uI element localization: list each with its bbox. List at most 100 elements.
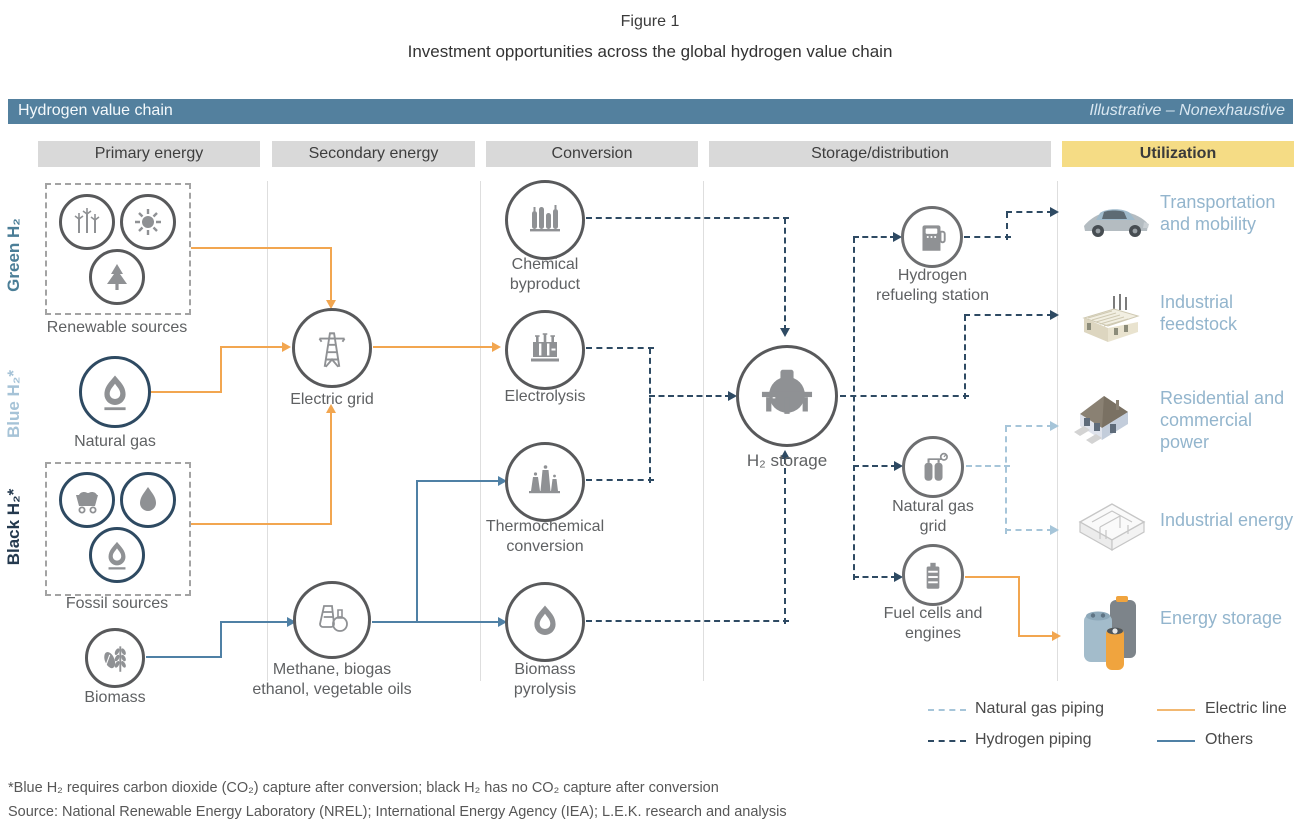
- legend-swatch-others: [1157, 740, 1195, 742]
- transformer-icon: [523, 328, 567, 372]
- flame-icon: [101, 539, 133, 571]
- arrowhead-right: [1050, 310, 1059, 320]
- biomass-pyrolysis-node: [505, 582, 585, 662]
- others-line-methane-to-thermochemical: [416, 481, 418, 622]
- arrowhead-right: [894, 461, 903, 471]
- oil-drop-icon: [131, 483, 165, 517]
- hydrogen-piping-storage-to-feedstock: [964, 315, 966, 399]
- wind-turbine-node: [59, 194, 115, 250]
- electric-line-fossil-to-grid: [187, 523, 332, 525]
- warehouse-icon: [1072, 500, 1152, 562]
- thermochemical-node: [505, 442, 585, 522]
- oil-node: [120, 472, 176, 528]
- transportation-label: Transportation and mobility: [1160, 192, 1276, 234]
- flame-icon: [95, 372, 135, 412]
- arrowhead-right: [893, 232, 902, 242]
- arrowhead-down: [326, 300, 336, 309]
- others-line-methane-to-pyrolysis: [372, 621, 498, 623]
- energy-storage-label: Energy storage: [1160, 608, 1283, 628]
- row-label-black-h2: Black H₂*: [4, 488, 23, 566]
- electric-line-naturalgas-to-grid: [220, 348, 222, 393]
- smokestacks-icon: [523, 460, 567, 504]
- hydrogen-piping-pyrolysis-to-storage: [784, 458, 786, 624]
- hydrogen-piping-storage-out: [840, 395, 969, 397]
- hydrogen-piping-chemical-to-storage: [586, 217, 789, 219]
- electrolysis-label: Electrolysis: [504, 388, 586, 405]
- electric-line-grid-to-electrolysis: [373, 346, 492, 348]
- electric-line-naturalgas-to-grid: [151, 391, 222, 393]
- others-line-biomass-to-methane: [220, 622, 222, 658]
- arrowhead-down: [780, 328, 790, 337]
- electric-line-renewable-to-grid: [187, 247, 332, 249]
- industrial-feedstock-label: Industrial feedstock: [1160, 292, 1238, 334]
- house-icon: [1070, 388, 1154, 460]
- hydrogen-piping-refueling-to-transportation: [1006, 212, 1008, 240]
- hydrogen-piping-thermochemical-to-storage: [586, 479, 654, 481]
- fuel-cells-node: [902, 544, 964, 606]
- arrowhead-right: [287, 617, 296, 627]
- legend-swatch-electric-line: [1157, 709, 1195, 711]
- column-header-primary-energy: Primary energy: [38, 141, 260, 167]
- thermochemical-label: Thermochemical conversion: [485, 518, 605, 556]
- legend-label-natural-gas-piping: Natural gas piping: [975, 700, 1104, 717]
- hydrogen-piping-junction: [649, 348, 651, 483]
- hydrogen-piping-electrolysis-to-storage: [586, 347, 654, 349]
- fossil-sources-label: Fossil sources: [65, 595, 169, 612]
- footnote-blue-h2: *Blue H₂ requires carbon dioxide (CO₂) c…: [8, 780, 719, 796]
- methane-label: Methane, biogas ethanol, vegetable oils: [252, 661, 412, 699]
- factory-icon: [1072, 288, 1150, 350]
- footnote-source: Source: National Renewable Energy Labora…: [8, 804, 787, 820]
- tree-icon: [100, 260, 134, 294]
- biomass-pyrolysis-label: Biomass pyrolysis: [513, 661, 577, 699]
- others-line-methane-to-thermochemical: [416, 480, 498, 482]
- hydrogen-piping-pyrolysis-to-storage: [586, 620, 789, 622]
- gas-piping-to-industrial-energy: [1005, 529, 1053, 531]
- batteries-icon: [1080, 594, 1148, 674]
- gas-grid-node: [902, 436, 964, 498]
- chemical-byproduct-node: [505, 180, 585, 260]
- residential-power-label: Residential and commercial power: [1160, 388, 1285, 452]
- electric-grid-node: [292, 308, 372, 388]
- refueling-station-node: [901, 206, 963, 268]
- column-header-storage-distribution: Storage/distribution: [709, 141, 1051, 167]
- hydrogen-piping-to-refueling: [853, 236, 896, 238]
- arrowhead-right: [1050, 207, 1059, 217]
- banner: Hydrogen value chain Illustrative – None…: [8, 99, 1293, 124]
- gas-grid-label: Natural gas grid: [892, 498, 974, 536]
- arrowhead-right: [1050, 421, 1059, 431]
- natural-gas-label: Natural gas: [74, 433, 156, 450]
- biomass-label: Biomass: [84, 689, 146, 706]
- arrowhead-right: [1052, 631, 1061, 641]
- row-label-green-h2: Green H₂: [4, 218, 23, 292]
- fuel-pump-icon: [914, 219, 950, 255]
- electric-grid-label: Electric grid: [290, 391, 374, 408]
- arrowhead-up: [326, 404, 336, 413]
- process-columns-icon: [523, 198, 567, 242]
- legend-swatch-natural-gas-piping: [928, 709, 966, 711]
- solar-node: [120, 194, 176, 250]
- biomass-node: [85, 628, 145, 688]
- storage-tank-icon: [756, 365, 818, 427]
- legend-label-others: Others: [1205, 731, 1254, 748]
- industrial-energy-label: Industrial energy: [1160, 510, 1294, 530]
- arrowhead-right: [498, 617, 507, 627]
- arrowhead-right: [498, 476, 507, 486]
- gas-piping-gasgrid-out: [966, 465, 1010, 467]
- column-divider: [1057, 181, 1058, 681]
- column-divider: [703, 181, 704, 681]
- electric-line-renewable-to-grid: [330, 248, 332, 300]
- column-header-conversion: Conversion: [486, 141, 698, 167]
- coal-cart-icon: [70, 483, 104, 517]
- tree-node: [89, 249, 145, 305]
- arrowhead-right: [894, 572, 903, 582]
- arrowhead-right: [1050, 525, 1059, 535]
- arrowhead-up: [780, 450, 790, 459]
- row-label-blue-h2: Blue H₂*: [4, 370, 23, 439]
- coal-node: [59, 472, 115, 528]
- arrowhead-right: [282, 342, 291, 352]
- renewable-sources-label: Renewable sources: [46, 319, 188, 336]
- wind-turbine-icon: [70, 205, 104, 239]
- h2-storage-label: H₂ storage: [746, 451, 828, 470]
- hydrogen-piping-storage-to-feedstock: [964, 314, 1053, 316]
